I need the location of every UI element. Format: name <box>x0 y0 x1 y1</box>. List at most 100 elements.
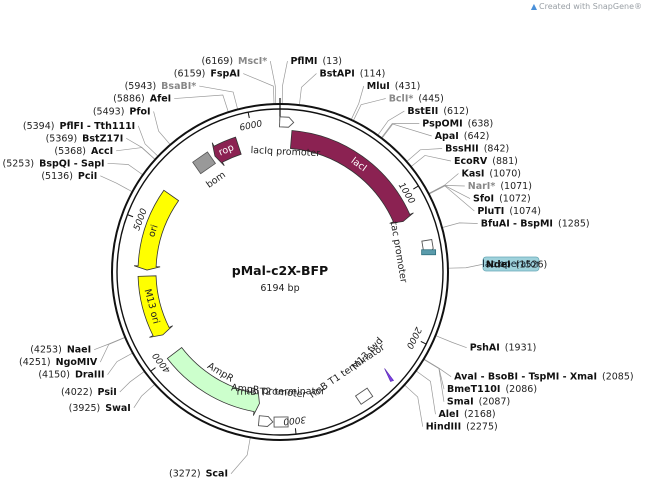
site-label-naei[interactable]: NaeI(4253) <box>30 345 91 356</box>
site-position: (612) <box>443 106 469 117</box>
site-position: (1931) <box>505 343 537 354</box>
site-label-bsteii[interactable]: BstEII (612) <box>407 106 469 117</box>
backbone <box>111 98 449 441</box>
site-label-avai-bsobi-tspmi-xmai[interactable]: AvaI - BsoBI - TspMI - XmaI(2085) <box>454 372 633 383</box>
site-leader-mlui <box>350 85 365 120</box>
feature-arrow-m13-ori[interactable] <box>137 275 173 338</box>
feature-arrow-laci[interactable] <box>289 130 414 224</box>
feature-terminator-rrnb-t2-terminator[interactable] <box>273 416 289 428</box>
site-label-bmet110i[interactable]: BmeT110I(2086) <box>447 384 537 395</box>
site-label-kasi[interactable]: KasI(1070) <box>461 169 521 180</box>
site-position: (5394) <box>23 121 55 132</box>
site-label-bspqi-sapi[interactable]: BspQI - SapI(5253) <box>3 158 105 169</box>
site-label-mlui[interactable]: MluI(431) <box>367 81 421 92</box>
site-leader-pflmi <box>281 60 288 105</box>
site-name: NdeI <box>486 259 511 270</box>
site-label-pfoi[interactable]: PfoI(5493) <box>93 106 151 117</box>
site-name: BstEII <box>407 106 438 117</box>
site-name: MscI* <box>238 56 267 67</box>
tick-mark <box>127 214 134 218</box>
site-name: FspAI <box>210 69 240 80</box>
site-name: PflFI - Tth111I <box>59 121 135 132</box>
feature-promoter-ampr-promoter[interactable] <box>257 415 274 427</box>
site-position: (1074) <box>509 206 541 217</box>
site-leader-lines <box>94 60 484 474</box>
site-position: (1070) <box>489 169 521 180</box>
site-leader-pshai <box>435 335 467 349</box>
site-label-bsabi[interactable]: BsaBI*(5943) <box>125 81 197 92</box>
feature-label-laciq-promoter: lacIq promoter <box>250 145 320 159</box>
site-label-scai[interactable]: ScaI(3272) <box>169 469 228 480</box>
site-label-alei[interactable]: AleI (2168) <box>438 409 495 420</box>
site-name: SwaI <box>105 403 131 414</box>
site-label-pspomi[interactable]: PspOMI (638) <box>422 119 493 130</box>
feature-arrow-ori[interactable] <box>134 189 180 271</box>
site-name: BssHII <box>445 144 479 155</box>
site-label-ngomiv[interactable]: NgoMIV(4251) <box>19 357 98 368</box>
site-label-acci[interactable]: AccI(5368) <box>54 146 113 157</box>
site-label-hindiii[interactable]: HindIII(2275) <box>426 422 498 433</box>
lac-operator-badge[interactable] <box>482 256 540 272</box>
site-position: (2168) <box>464 409 496 420</box>
site-label-nari[interactable]: NarI*(1071) <box>468 181 532 192</box>
site-name: PshAI <box>470 343 500 354</box>
site-label-pluti[interactable]: PluTI(1074) <box>477 206 541 217</box>
site-label-ecorv[interactable]: EcoRV(881) <box>454 156 518 167</box>
primer-m13-fwd-mark[interactable] <box>384 368 395 382</box>
site-label-swai[interactable]: SwaI(3925) <box>69 403 131 414</box>
site-leader-bfuai-bspmi <box>441 222 478 228</box>
site-label-fspai[interactable]: FspAI(6159) <box>174 69 240 80</box>
site-name: AfeI <box>150 94 171 105</box>
tick-label: 3000 <box>282 414 306 426</box>
feature-terminator-rrnb-t1-terminator[interactable] <box>354 387 374 405</box>
site-label-apai[interactable]: ApaI(642) <box>435 131 490 142</box>
site-label-pflmi[interactable]: PflMI(13) <box>290 56 342 67</box>
site-label-pshai[interactable]: PshAI (1931) <box>470 343 537 354</box>
site-name: ScaI <box>206 469 228 480</box>
site-name: BstZ17I <box>82 133 123 144</box>
site-label-sfoi[interactable]: SfoI(1072) <box>473 194 531 205</box>
site-label-afei[interactable]: AfeI(5886) <box>113 94 171 105</box>
site-leader-pluti <box>428 185 475 212</box>
site-label-draiii[interactable]: DraIII(4150) <box>38 370 104 381</box>
site-leader-apai <box>381 123 432 139</box>
site-leader-draiii <box>107 352 133 375</box>
site-position: (13) <box>322 56 342 67</box>
site-label-bstapi[interactable]: BstAPI(114) <box>319 69 385 80</box>
site-label-psii[interactable]: PsiI(4022) <box>61 387 117 398</box>
site-label-bfuai-bspmi[interactable]: BfuAI - BspMI(1285) <box>481 219 590 230</box>
tick-label: 2000 <box>404 325 423 350</box>
site-label-smai[interactable]: SmaI(2087) <box>447 397 510 408</box>
site-label-msci[interactable]: MscI*(6169) <box>201 56 267 67</box>
site-label-bcli[interactable]: BclI*(445) <box>389 94 444 105</box>
site-position: (638) <box>468 119 494 130</box>
feature-arrow-rop[interactable] <box>211 136 242 166</box>
feature-promoter-laciq-promoter[interactable] <box>279 116 295 128</box>
site-position: (2086) <box>505 384 537 395</box>
site-label-pflfi-tth111i[interactable]: PflFI - Tth111I (5394) <box>23 121 135 132</box>
feature-operator-mark[interactable] <box>421 249 437 256</box>
site-leader-pspomi <box>381 123 420 139</box>
site-name: NaeI <box>67 345 91 356</box>
feature-arrow-ampr[interactable] <box>166 346 260 416</box>
site-name: HindIII <box>426 422 461 433</box>
site-label-bsshii[interactable]: BssHII(842) <box>445 144 509 155</box>
site-position: (5943) <box>125 81 157 92</box>
site-leader-sfoi <box>428 185 471 199</box>
site-name: PspOMI <box>422 119 462 130</box>
feature-box-bom[interactable] <box>192 151 217 175</box>
site-label-pcii[interactable]: PciI(5136) <box>41 171 97 182</box>
site-label-ndei[interactable]: NdeI(1526) <box>486 259 547 270</box>
site-leader-pfoi <box>153 111 171 145</box>
site-leader-psii <box>119 371 145 393</box>
site-leader-bsteii <box>377 110 405 136</box>
site-leader-scai <box>230 437 251 474</box>
plasmid-size: 6194 bp <box>260 283 299 294</box>
site-leader-pflfi-tth111i <box>137 125 159 157</box>
site-name: PsiI <box>98 387 117 398</box>
tick-label: 4000 <box>151 350 173 374</box>
site-name: AleI <box>438 409 459 420</box>
site-label-bstz17i[interactable]: BstZ17I(5369) <box>46 133 124 144</box>
snapgene-credit: ▲Created with SnapGene® <box>531 2 642 11</box>
